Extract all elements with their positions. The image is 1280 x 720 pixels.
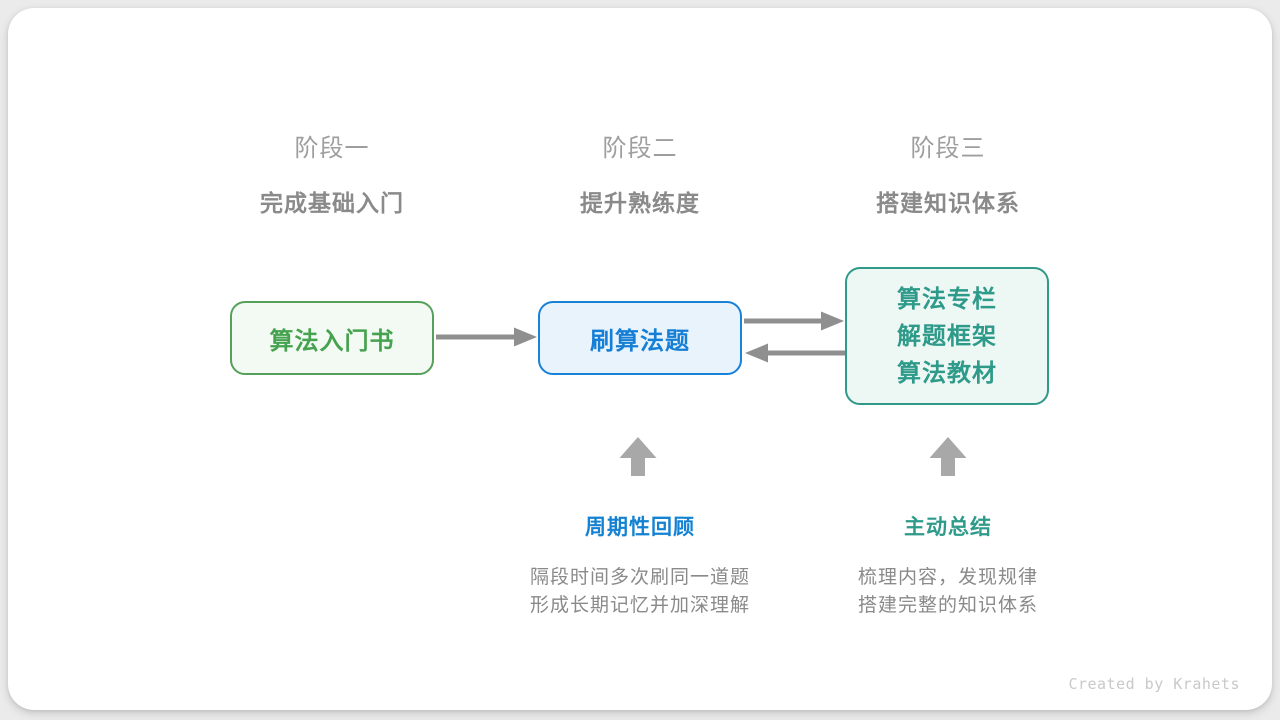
stage-3-header: 阶段三 搭建知识体系 <box>828 128 1068 218</box>
annotation-active-summary: 主动总结 梳理内容，发现规律 搭建完整的知识体系 <box>788 511 1108 620</box>
node-resources-line-1: 算法专栏 <box>897 285 997 313</box>
credit-text: Created by Krahets <box>1068 675 1240 693</box>
stage-3-subtitle: 搭建知识体系 <box>876 190 1020 216</box>
annotation-periodic-review-desc: 隔段时间多次刷同一道题 形成长期记忆并加深理解 <box>480 564 800 620</box>
stage-2-header: 阶段二 提升熟练度 <box>520 128 760 218</box>
stage-3-label: 阶段三 <box>910 135 986 162</box>
annotation-active-summary-desc-line-1: 梳理内容，发现规律 <box>857 567 1038 588</box>
node-practice: 刷算法题 <box>538 301 742 375</box>
stage-1-header: 阶段一 完成基础入门 <box>212 128 452 218</box>
annotation-periodic-review: 周期性回顾 隔段时间多次刷同一道题 形成长期记忆并加深理解 <box>480 511 800 620</box>
node-resources-line-3: 算法教材 <box>897 359 997 387</box>
annotation-active-summary-title: 主动总结 <box>904 516 992 539</box>
annotation-periodic-review-title: 周期性回顾 <box>585 516 695 539</box>
node-resources-line-2: 解题框架 <box>897 322 997 350</box>
annotation-active-summary-desc: 梳理内容，发现规律 搭建完整的知识体系 <box>788 564 1108 620</box>
node-intro-book: 算法入门书 <box>230 301 434 375</box>
stage-1-subtitle: 完成基础入门 <box>260 190 404 216</box>
stage-2-label: 阶段二 <box>602 135 678 162</box>
node-practice-label: 刷算法题 <box>590 327 690 355</box>
node-intro-book-label: 算法入门书 <box>269 327 395 355</box>
annotation-periodic-review-desc-line-2: 形成长期记忆并加深理解 <box>529 595 750 616</box>
stage-1-label: 阶段一 <box>294 135 370 162</box>
stage-2-subtitle: 提升熟练度 <box>580 190 700 216</box>
node-resources: 算法专栏 解题框架 算法教材 <box>845 267 1049 405</box>
annotation-periodic-review-desc-line-1: 隔段时间多次刷同一道题 <box>529 567 750 588</box>
annotation-active-summary-desc-line-2: 搭建完整的知识体系 <box>857 595 1038 616</box>
